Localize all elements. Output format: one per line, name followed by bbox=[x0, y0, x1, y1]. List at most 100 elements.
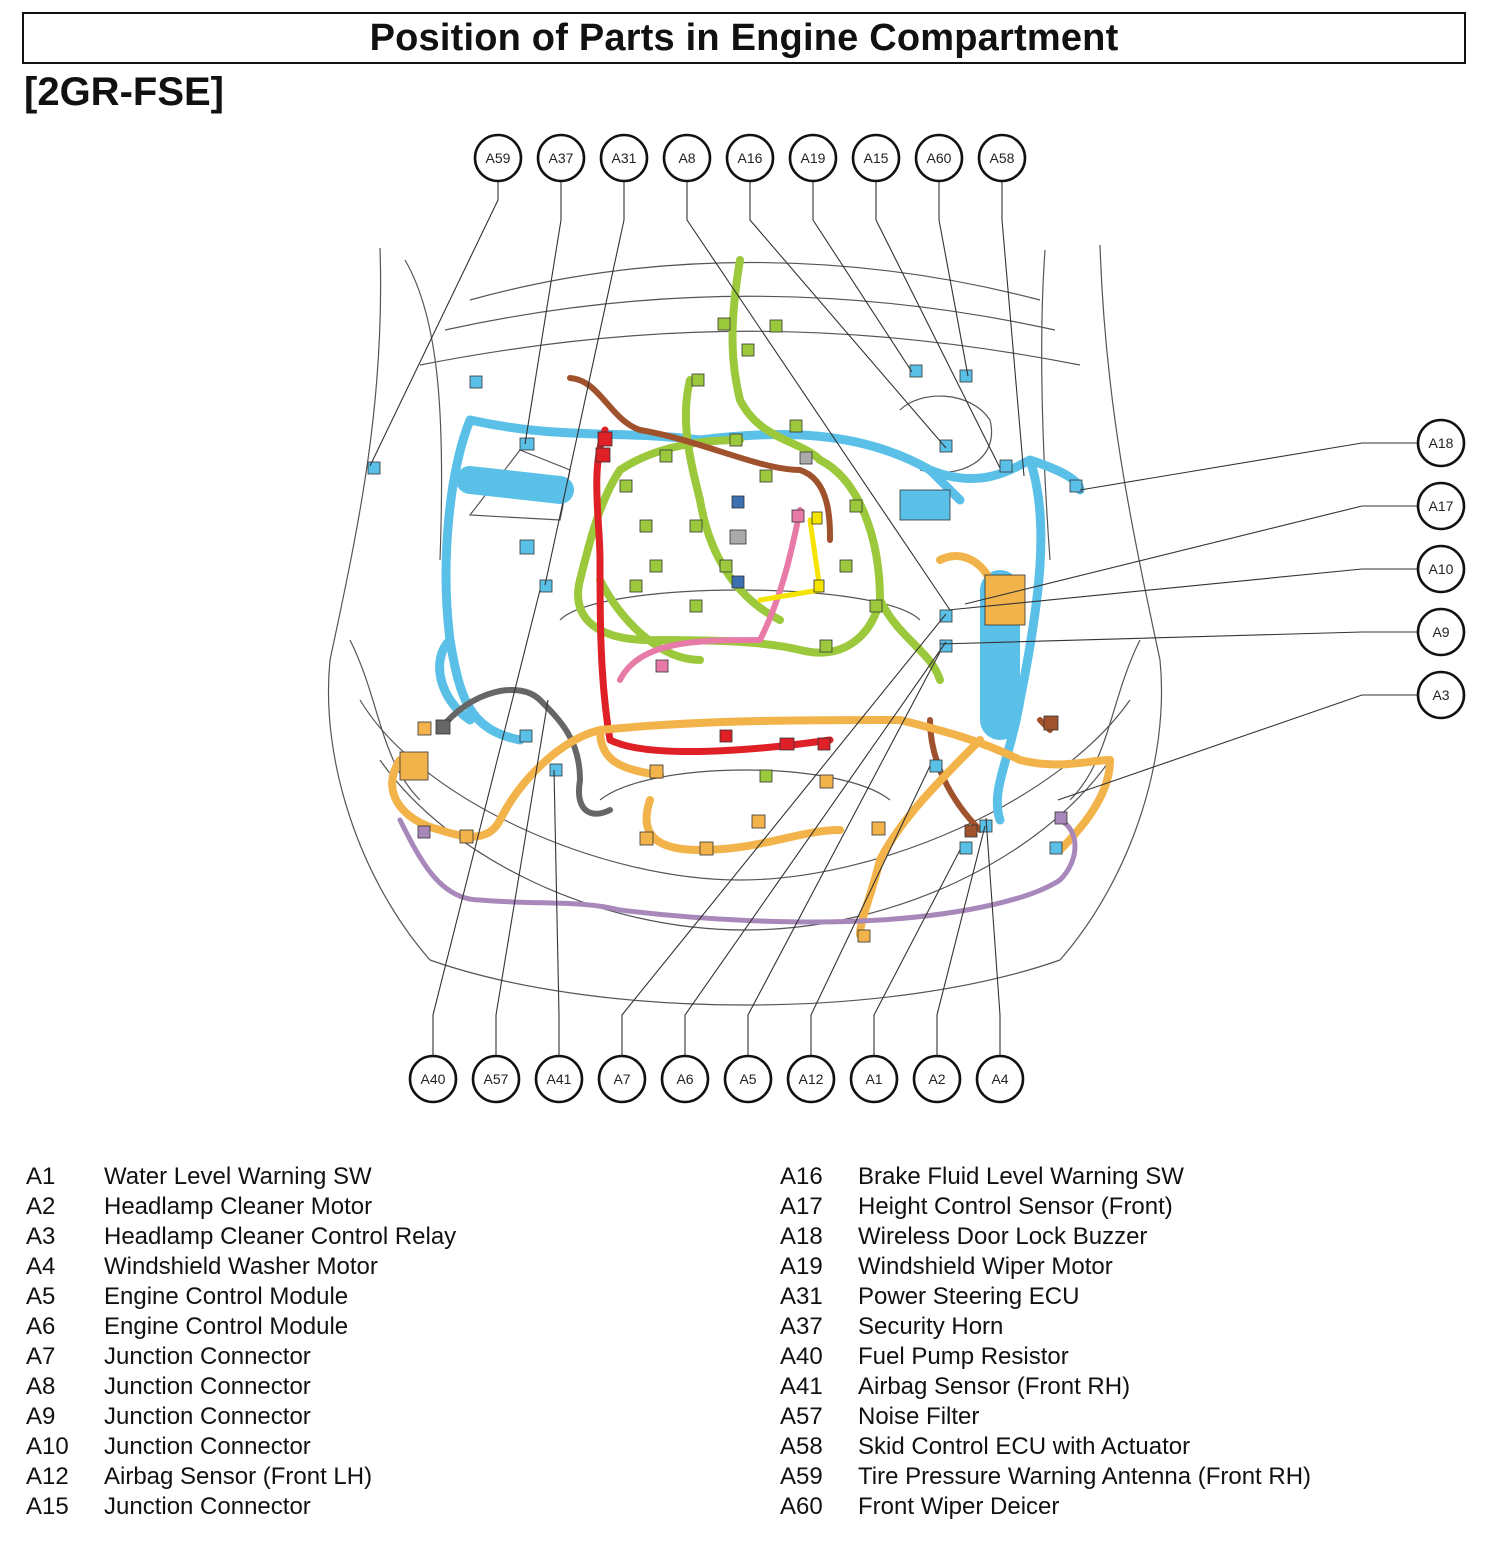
callout-label: A19 bbox=[801, 150, 826, 166]
legend-part-name: Windshield Washer Motor bbox=[104, 1253, 378, 1280]
callout-label: A5 bbox=[739, 1071, 756, 1087]
callout-a37: A37 bbox=[536, 133, 586, 183]
legend-part-name: Junction Connector bbox=[104, 1493, 311, 1520]
callout-a17: A17 bbox=[1416, 481, 1466, 531]
callout-circle bbox=[599, 133, 649, 183]
legend-part-name: Security Horn bbox=[858, 1313, 1004, 1340]
callout-a59: A59 bbox=[473, 133, 523, 183]
callout-a57: A57 bbox=[471, 1054, 521, 1104]
callout-circle bbox=[1416, 418, 1466, 468]
callout-circle bbox=[851, 133, 901, 183]
callout-circle bbox=[534, 1054, 584, 1104]
callout-circle bbox=[408, 1054, 458, 1104]
harness-brown bbox=[567, 375, 1053, 833]
callout-circle bbox=[723, 1054, 773, 1104]
legend-row: A9 Junction Connector bbox=[26, 1402, 456, 1432]
legend-part-name: Fuel Pump Resistor bbox=[858, 1343, 1069, 1370]
callout-a12: A12 bbox=[786, 1054, 836, 1104]
callout-circle bbox=[1416, 481, 1466, 531]
callout-a5: A5 bbox=[723, 1054, 773, 1104]
callout-circle bbox=[662, 133, 712, 183]
callout-label: A37 bbox=[549, 150, 574, 166]
legend-code: A16 bbox=[780, 1163, 823, 1190]
legend-row: A1 Water Level Warning SW bbox=[26, 1162, 456, 1192]
harness-red bbox=[593, 426, 834, 756]
callout-a58: A58 bbox=[977, 133, 1027, 183]
callout-a31: A31 bbox=[599, 133, 649, 183]
callout-a41: A41 bbox=[534, 1054, 584, 1104]
callout-label: A18 bbox=[1429, 435, 1454, 451]
callout-circle bbox=[597, 1054, 647, 1104]
callout-label: A1 bbox=[865, 1071, 882, 1087]
callout-a1: A1 bbox=[849, 1054, 899, 1104]
callout-circle bbox=[975, 1054, 1025, 1104]
callout-a3: A3 bbox=[1416, 670, 1466, 720]
legend-part-name: Engine Control Module bbox=[104, 1283, 349, 1310]
harness-pink bbox=[617, 507, 803, 683]
legend-code: A9 bbox=[26, 1403, 56, 1430]
harness-purple bbox=[397, 817, 1078, 925]
legend-code: A59 bbox=[780, 1463, 823, 1490]
callout-label: A7 bbox=[613, 1071, 630, 1087]
callout-a4: A4 bbox=[975, 1054, 1025, 1104]
legend-code: A5 bbox=[26, 1283, 56, 1310]
page-title: Position of Parts in Engine Compartment bbox=[369, 16, 1119, 59]
callout-a40: A40 bbox=[408, 1054, 458, 1104]
legend-part-name: Front Wiper Deicer bbox=[858, 1493, 1060, 1520]
legend-part-name: Junction Connector bbox=[104, 1373, 311, 1400]
legend-row: A2 Headlamp Cleaner Motor bbox=[26, 1192, 456, 1222]
legend-row: A31 Power Steering ECU bbox=[780, 1282, 1311, 1312]
legend-part-name: Tire Pressure Warning Antenna (Front RH) bbox=[858, 1463, 1312, 1490]
callout-circle bbox=[473, 133, 523, 183]
legend-part-name: Junction Connector bbox=[104, 1403, 311, 1430]
callout-label: A8 bbox=[678, 150, 695, 166]
legend-part-name: Headlamp Cleaner Motor bbox=[104, 1193, 373, 1220]
callout-label: A57 bbox=[484, 1071, 509, 1087]
legend-part-name: Airbag Sensor (Front RH) bbox=[858, 1373, 1131, 1400]
legend-part-name: Headlamp Cleaner Control Relay bbox=[104, 1223, 457, 1250]
legend-part-name: Height Control Sensor (Front) bbox=[858, 1193, 1173, 1220]
legend-code: A7 bbox=[26, 1343, 56, 1370]
legend-code: A31 bbox=[780, 1283, 823, 1310]
callout-circle bbox=[912, 1054, 962, 1104]
callout-a15: A15 bbox=[851, 133, 901, 183]
callout-label: A9 bbox=[1432, 624, 1449, 640]
legend-part-name: Engine Control Module bbox=[104, 1313, 349, 1340]
legend-code: A1 bbox=[26, 1163, 56, 1190]
legend-part-name: Noise Filter bbox=[858, 1403, 980, 1430]
legend-row: A8 Junction Connector bbox=[26, 1372, 456, 1402]
legend-part-name: Airbag Sensor (Front LH) bbox=[104, 1463, 373, 1490]
legend-row: A4 Windshield Washer Motor bbox=[26, 1252, 456, 1282]
legend-code: A2 bbox=[26, 1193, 56, 1220]
callout-a16: A16 bbox=[725, 133, 775, 183]
callout-a18: A18 bbox=[1416, 418, 1466, 468]
legend-code: A41 bbox=[780, 1373, 823, 1400]
callout-label: A4 bbox=[991, 1071, 1008, 1087]
callout-label: A15 bbox=[864, 150, 889, 166]
callout-label: A17 bbox=[1429, 498, 1454, 514]
callout-circle bbox=[660, 1054, 710, 1104]
vehicle-outline bbox=[327, 244, 1163, 1006]
legend-code: A4 bbox=[26, 1253, 56, 1280]
legend-row: A59 Tire Pressure Warning Antenna (Front … bbox=[780, 1462, 1311, 1492]
legend-part-name: Windshield Wiper Motor bbox=[858, 1253, 1113, 1280]
callout-a2: A2 bbox=[912, 1054, 962, 1104]
callout-a19: A19 bbox=[788, 133, 838, 183]
callout-circle bbox=[914, 133, 964, 183]
engine-variant-label: [2GR-FSE] bbox=[24, 70, 224, 114]
legend-part-name: Water Level Warning SW bbox=[104, 1163, 372, 1190]
legend-part-name: Junction Connector bbox=[104, 1433, 311, 1460]
legend-part-name: Power Steering ECU bbox=[858, 1283, 1080, 1310]
harness-gray bbox=[437, 687, 613, 817]
legend-code: A8 bbox=[26, 1373, 56, 1400]
